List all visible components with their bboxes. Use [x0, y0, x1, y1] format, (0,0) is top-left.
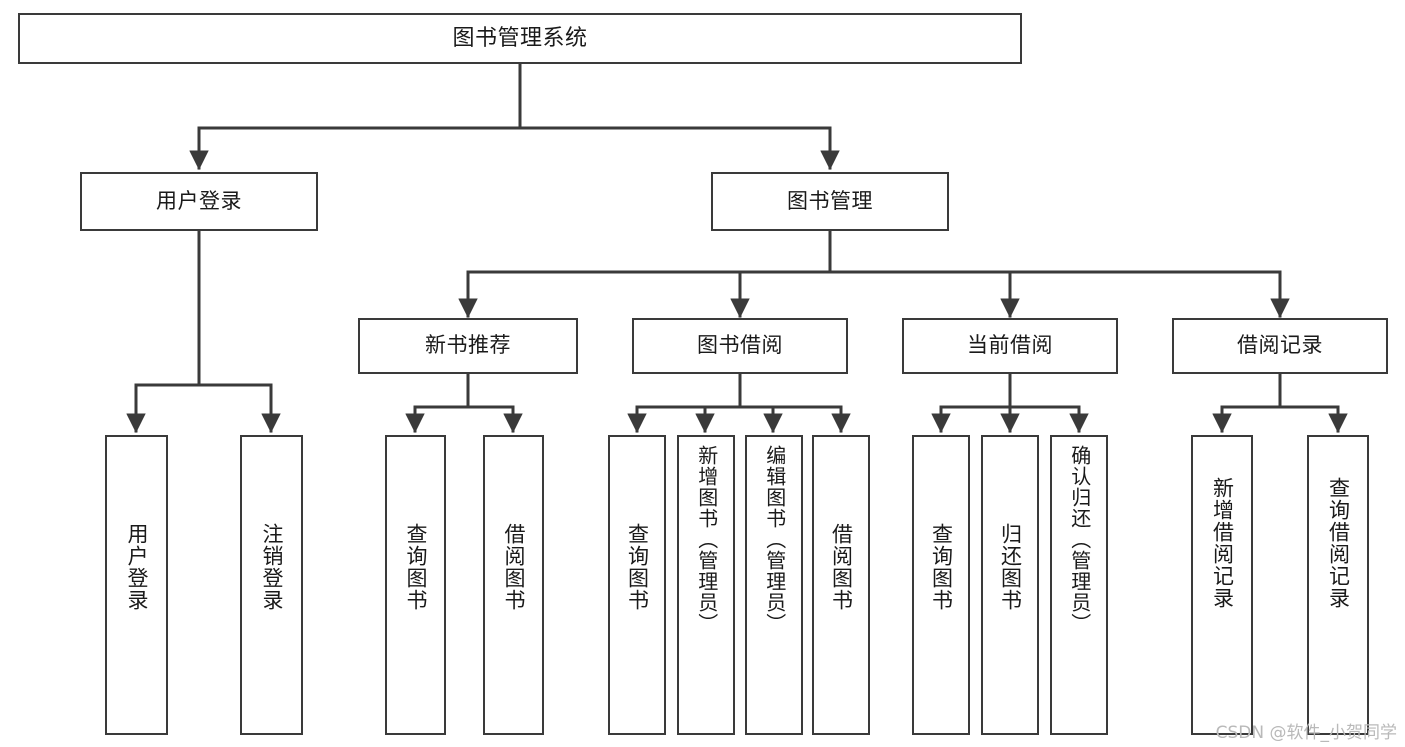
node-user-login[interactable]: 用户登录 — [80, 172, 318, 231]
node-book-borrow[interactable]: 图书借阅 — [632, 318, 848, 374]
leaf-book-borrow-add-book-admin[interactable]: 新增图书（管理员） — [677, 435, 735, 735]
node-label: 新书推荐 — [425, 333, 511, 358]
node-label: 借阅记录 — [1237, 333, 1323, 358]
leaf-user-login-login[interactable]: 用户登录 — [105, 435, 168, 735]
node-label: 用户登录 — [156, 188, 242, 213]
leaf-new-book-borrow-book[interactable]: 借阅图书 — [483, 435, 544, 735]
node-label: 借阅图书 — [829, 523, 854, 611]
node-label: 新增图书（管理员） — [694, 445, 719, 634]
node-label: 查询图书 — [929, 523, 954, 611]
node-label: 当前借阅 — [967, 333, 1053, 358]
node-new-book-recommend[interactable]: 新书推荐 — [358, 318, 578, 374]
node-borrow-record[interactable]: 借阅记录 — [1172, 318, 1388, 374]
leaf-current-borrow-confirm-return-admin[interactable]: 确认归还（管理员） — [1050, 435, 1108, 735]
node-label: 新增借阅记录 — [1210, 477, 1235, 609]
leaf-book-borrow-edit-book-admin[interactable]: 编辑图书（管理员） — [745, 435, 803, 735]
node-label: 编辑图书（管理员） — [762, 445, 787, 634]
node-book-management[interactable]: 图书管理 — [711, 172, 949, 231]
node-label: 用户登录 — [124, 523, 149, 611]
node-root-book-management-system[interactable]: 图书管理系统 — [18, 13, 1022, 64]
leaf-current-borrow-return-book[interactable]: 归还图书 — [981, 435, 1039, 735]
leaf-book-borrow-borrow-book[interactable]: 借阅图书 — [812, 435, 870, 735]
node-label: 查询借阅记录 — [1326, 477, 1351, 609]
node-label: 借阅图书 — [501, 523, 526, 611]
node-label: 图书管理 — [787, 188, 873, 213]
leaf-user-login-logout[interactable]: 注销登录 — [240, 435, 303, 735]
node-label: 查询图书 — [625, 523, 650, 611]
node-current-borrow[interactable]: 当前借阅 — [902, 318, 1118, 374]
leaf-borrow-record-query-record[interactable]: 查询借阅记录 — [1307, 435, 1369, 735]
leaf-borrow-record-add-record[interactable]: 新增借阅记录 — [1191, 435, 1253, 735]
leaf-new-book-query-book[interactable]: 查询图书 — [385, 435, 446, 735]
leaf-current-borrow-query-book[interactable]: 查询图书 — [912, 435, 970, 735]
csdn-watermark: CSDN @软件_小贺同学 — [1215, 723, 1397, 743]
node-label: 查询图书 — [403, 523, 428, 611]
node-label: 确认归还（管理员） — [1067, 445, 1092, 634]
leaf-book-borrow-query-book[interactable]: 查询图书 — [608, 435, 666, 735]
node-label: 图书借阅 — [697, 333, 783, 358]
node-label: 归还图书 — [998, 523, 1023, 611]
node-label: 图书管理系统 — [452, 25, 588, 51]
node-label: 注销登录 — [259, 523, 284, 611]
